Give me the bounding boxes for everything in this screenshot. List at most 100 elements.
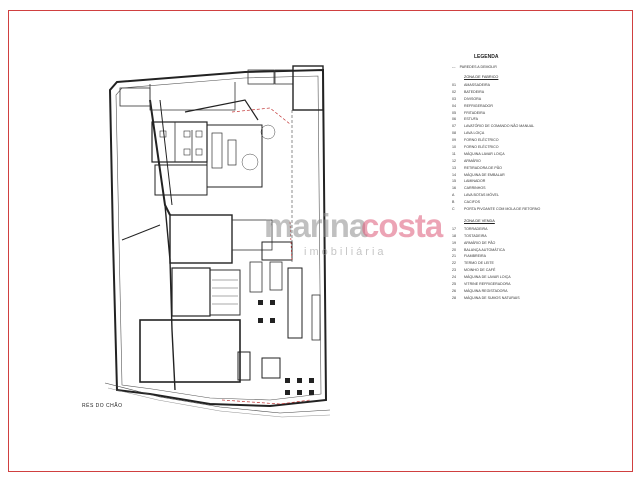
legend-item: 15 LAMINADOR (452, 178, 627, 185)
legend-item-number: 12 (452, 158, 456, 163)
legend-title: LEGENDA (474, 54, 499, 60)
legend-item-number: B (452, 200, 455, 205)
legend-item: A LAVA BOTAS MÓVEL (452, 192, 627, 199)
legend-item-label: FIAMBREIRA (464, 254, 486, 259)
legend-item-label: DIVISORA (464, 96, 482, 101)
legend-item-label: LAMINADOR (464, 179, 486, 184)
legend-item-label: ESTUFA (464, 117, 478, 122)
legend-item: 01 AMASSADEIRA (452, 82, 627, 89)
table-set (258, 300, 314, 395)
fixture (195, 148, 203, 156)
legend-item: 09 FORNO ELÉCTRICO (452, 137, 627, 144)
counter-long (311, 294, 321, 341)
dashed-red (289, 221, 293, 263)
watermark-logo-costa: costa (361, 207, 443, 244)
legend-item-label: ARMÁRIO (464, 158, 481, 163)
legend-item-label: AMASSADEIRA (464, 83, 490, 87)
display-unit (237, 351, 251, 381)
street-line (104, 382, 331, 414)
legend-item-label: FORNO ELÉCTRICO (464, 138, 499, 143)
sheet-border (8, 10, 633, 472)
legend-item-number: A (452, 193, 455, 198)
legend-item-number: 18 (452, 233, 456, 238)
legend-item-number: 26 (452, 288, 456, 293)
legend-item: 11 MÁQUINA LAVAR LOIÇA (452, 151, 627, 158)
legend-item-number: 07 (452, 124, 456, 129)
legend-item: 13 RETIRADORA DE PÃO (452, 165, 627, 172)
fixture (195, 130, 203, 138)
legend-item-number: 09 (452, 138, 456, 143)
legend-note-symbol: --- (452, 65, 456, 69)
legend-item: C PORTA PIVOANTE COM MOLA DE RETORNO (452, 206, 627, 213)
door-swing (241, 153, 259, 171)
fixture (183, 148, 191, 156)
legend-item-number: 14 (452, 172, 456, 177)
legend-item-label: FRITADEIRA (464, 110, 486, 115)
partition (149, 82, 236, 111)
legend-item-number: 17 (452, 226, 456, 231)
watermark-subtitle: imobiliária (304, 246, 387, 258)
legend-item-label: TERMO DE LEITE (464, 261, 494, 266)
legend-item-number: 23 (452, 268, 456, 273)
legend-item-number: 15 (452, 179, 456, 184)
legend-item-number: 04 (452, 103, 456, 108)
legend-item-label: BALANÇA AUTOMÁTICA (464, 247, 505, 252)
legend-item-number: 19 (452, 240, 456, 245)
legend-item-number: 05 (452, 110, 456, 115)
legend-item: 20 BALANÇA AUTOMÁTICA (452, 247, 627, 254)
legend-item-number: 10 (452, 145, 456, 150)
entrance-block (261, 357, 281, 379)
legend-item-number: 16 (452, 186, 456, 191)
legend-item-number: 28 (452, 295, 456, 300)
stair-core (209, 269, 241, 316)
legend-item-number: 11 (452, 151, 456, 156)
legend-item: 06 ESTUFA (452, 116, 627, 123)
counter (227, 139, 237, 166)
legend-item-label: MÁQUINA REGISTADORA (464, 288, 508, 293)
legend-item: 18 TOSTADEIRA (452, 233, 627, 240)
spine-wall-2 (159, 99, 173, 206)
legend-item-number: 20 (452, 247, 456, 252)
legend-item-label: MÁQUINA LAVAR LOIÇA (464, 151, 505, 156)
legend-item-number: 01 (452, 83, 456, 87)
legend-item-label: MÁQUINA DE LAVAR LOIÇA (464, 275, 511, 280)
counter-long (249, 261, 263, 293)
legend-item-label: RETIRADORA DE PÃO (464, 165, 502, 170)
legend-item-number: C (452, 207, 455, 212)
legend-item-label: LAVA BOTAS MÓVEL (464, 193, 499, 198)
legend-item-label: BATEDEIRA (464, 89, 485, 94)
legend-item: 12 ARMÁRIO (452, 158, 627, 165)
fixture (183, 130, 191, 138)
legend-item-number: 06 (452, 117, 456, 122)
small-room (231, 219, 273, 251)
door-swing (260, 124, 276, 140)
legend-item-label: LAVA LOIÇA (464, 131, 485, 136)
legend-item-number: 13 (452, 165, 456, 170)
counter-long (287, 267, 303, 339)
legend-item-label: TORRADEIRA (464, 226, 488, 231)
room-middle (171, 267, 211, 317)
legend-item-label: TOSTADEIRA (464, 233, 487, 238)
legend-item: 28 MÁQUINA DE SUMOS NATURAIS (452, 295, 627, 302)
legend-item-label: MÁQUINA DE SUMOS NATURAIS (464, 295, 520, 300)
room-top-left (119, 87, 151, 107)
legend-item-label: PORTA PIVOANTE COM MOLA DE RETORNO (464, 207, 541, 212)
dimension-line (107, 387, 331, 418)
legend-item-label: LAVATÓRIO DE COMANDO NÃO MANUAL (464, 124, 535, 129)
